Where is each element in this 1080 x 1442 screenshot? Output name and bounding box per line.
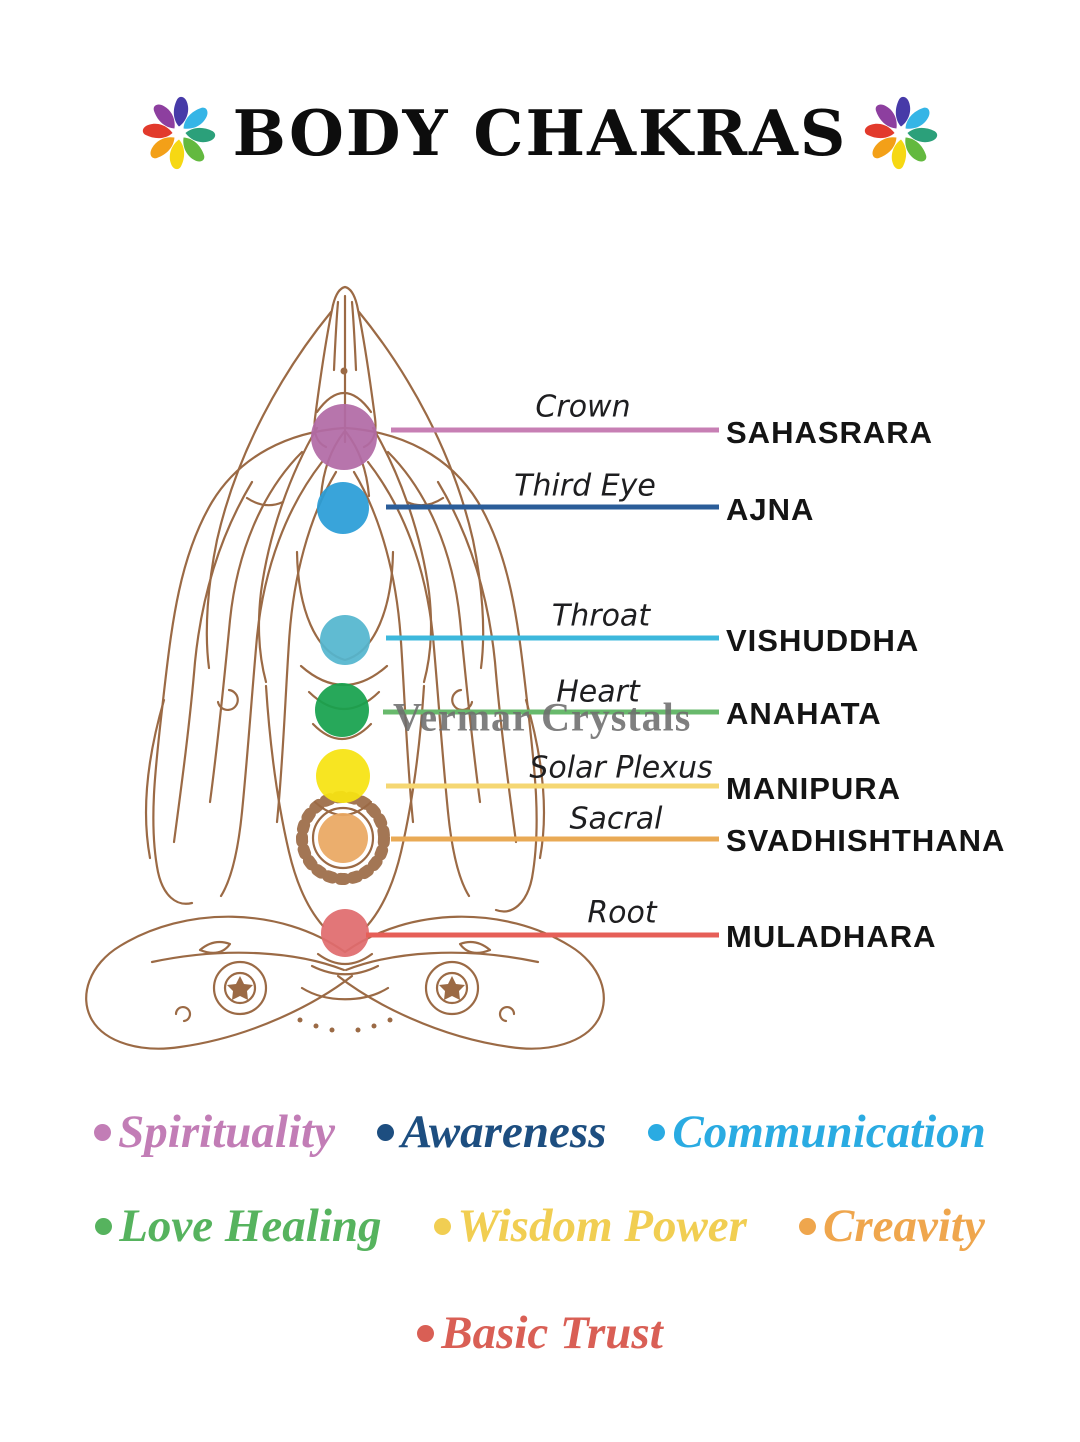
bullet-dot xyxy=(648,1123,666,1141)
chakra-dots xyxy=(311,404,377,957)
quality-awareness: Awareness xyxy=(376,1105,607,1159)
qualities-row-2: Love Healing Wisdom Power Creavity xyxy=(0,1191,1080,1261)
quality-label: Awareness xyxy=(400,1106,607,1158)
crown-common-label: Crown xyxy=(535,389,631,425)
crown-sanskrit-label: SAHASRARA xyxy=(726,415,934,450)
quality-label: Basic Trust xyxy=(441,1307,663,1359)
quality-label: Wisdom Power xyxy=(457,1200,747,1252)
quality-label: Communication xyxy=(672,1106,986,1158)
lotus-petal xyxy=(150,137,175,159)
watermark: Vermar Crystals xyxy=(393,694,692,740)
quality-creavity: Creavity xyxy=(798,1199,985,1253)
heart-common-label: Heart xyxy=(556,674,640,710)
chakra-leader-lines xyxy=(366,427,719,938)
third-eye-sanskrit-label: AJNA xyxy=(726,492,815,527)
solar-plexus-chakra-dot xyxy=(316,749,370,803)
throat-common-label: Throat xyxy=(551,598,651,634)
root-common-label: Root xyxy=(587,895,657,931)
lotus-petal xyxy=(173,96,188,127)
quality-label: Love Healing xyxy=(119,1200,382,1252)
throat-chakra-dot xyxy=(320,615,370,665)
third-eye-chakra-dot xyxy=(317,482,369,534)
bullet-dot xyxy=(417,1324,435,1342)
root-sanskrit-label: MULADHARA xyxy=(726,919,937,954)
quality-basic-trust: Basic Trust xyxy=(417,1306,663,1360)
quality-label: Creavity xyxy=(822,1200,985,1252)
sacral-chakra-dot xyxy=(318,813,368,863)
quality-wisdom-power: Wisdom Power xyxy=(433,1199,747,1253)
bullet-dot xyxy=(376,1123,394,1141)
quality-love-healing: Love Healing xyxy=(95,1199,382,1253)
poster-header: BODY CHAKRAS xyxy=(0,78,1080,188)
lotus-petal xyxy=(183,107,208,129)
lotus-petal xyxy=(153,104,175,129)
bullet-dot xyxy=(433,1217,451,1235)
qualities-row-3: Basic Trust xyxy=(0,1298,1080,1368)
lotus-petal xyxy=(182,137,204,162)
lotus-petal xyxy=(169,139,184,170)
sacral-common-label: Sacral xyxy=(569,801,663,837)
bullet-dot xyxy=(798,1217,816,1235)
solar-plexus-common-label: Solar Plexus xyxy=(529,750,713,786)
qualities-row-1: Spirituality Awareness Communication xyxy=(0,1097,1080,1167)
third-eye-common-label: Third Eye xyxy=(514,468,656,504)
rainbow-lotus-icon xyxy=(142,96,215,170)
sacral-sanskrit-label: SVADHISHTHANA xyxy=(726,823,1006,858)
solar-plexus-sanskrit-label: MANIPURA xyxy=(726,771,902,806)
lotus-petal xyxy=(142,123,173,139)
heart-sanskrit-label: ANAHATA xyxy=(726,696,882,731)
quality-spirituality: Spirituality xyxy=(94,1105,335,1159)
root-chakra-dot xyxy=(321,909,369,957)
lotus-petal xyxy=(185,127,215,143)
bullet-dot xyxy=(95,1217,113,1235)
figure-ornament-dots xyxy=(227,367,465,1033)
quality-label: Spirituality xyxy=(118,1106,335,1158)
poster-title: BODY CHAKRAS xyxy=(232,96,848,170)
quality-communication: Communication xyxy=(648,1105,986,1159)
heart-chakra-dot xyxy=(315,683,369,737)
crown-chakra-dot xyxy=(311,404,377,470)
bullet-dot xyxy=(94,1123,112,1141)
throat-sanskrit-label: VISHUDDHA xyxy=(726,623,920,658)
